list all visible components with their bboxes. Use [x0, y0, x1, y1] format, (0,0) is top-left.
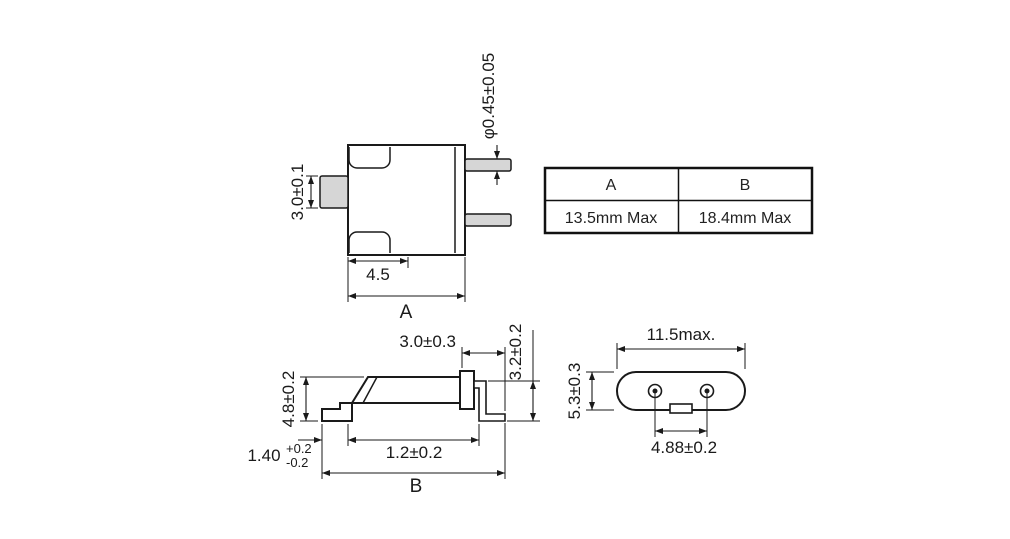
dim-lead-spacing: 1.2±0.2 [386, 443, 443, 462]
side-base-plate [459, 370, 475, 410]
dim-lead-pitch: 4.88±0.2 [651, 438, 717, 457]
dim-body-width: 5.3±0.3 [565, 363, 584, 420]
dim-foot-tolerance-minus: -0.2 [286, 455, 308, 470]
table-header-b: B [740, 177, 751, 194]
side-view: 4.8±0.2 3.0±0.3 3.2±0.2 1.40 +0.2 -0.2 1… [247, 324, 540, 497]
dim-foot-length: 1.40 [247, 446, 280, 465]
table-value-a: 13.5mm Max [565, 210, 657, 227]
dim-lead-length: 3.0±0.3 [399, 332, 456, 351]
side-lead [473, 380, 506, 422]
front-view: 3.0±0.1 φ0.45±0.05 4.5 A [288, 53, 512, 323]
dim-tab-height: 3.0±0.1 [288, 164, 307, 221]
front-mount-tab [319, 175, 349, 209]
bottom-notch [669, 403, 693, 414]
front-flange-bottom [348, 231, 391, 253]
dimension-table: A B 13.5mm Max 18.4mm Max [543, 166, 814, 235]
dim-overall-a-label: A [400, 302, 413, 323]
dim-foot-tolerance-plus: +0.2 [286, 441, 312, 456]
front-body [347, 144, 466, 256]
side-body-crimp-line [362, 376, 378, 404]
front-flange-top [348, 147, 391, 169]
side-mount-bracket [321, 402, 353, 422]
dim-overall-b-label: B [410, 476, 423, 497]
dim-lead-diameter: φ0.45±0.05 [479, 53, 498, 140]
front-lead-bottom [464, 213, 512, 227]
dim-body-height: 4.8±0.2 [279, 371, 298, 428]
dim-body-length: 11.5max. [647, 325, 716, 344]
dim-flange-width: 4.5 [366, 265, 390, 284]
side-body [350, 376, 461, 404]
front-lead-top [464, 158, 512, 172]
table-header-a: A [606, 177, 617, 194]
dim-lead-height: 3.2±0.2 [506, 324, 525, 381]
table-value-b: 18.4mm Max [699, 210, 791, 227]
bottom-view: 11.5max. 5.3±0.3 4.88±0.2 [565, 325, 746, 457]
